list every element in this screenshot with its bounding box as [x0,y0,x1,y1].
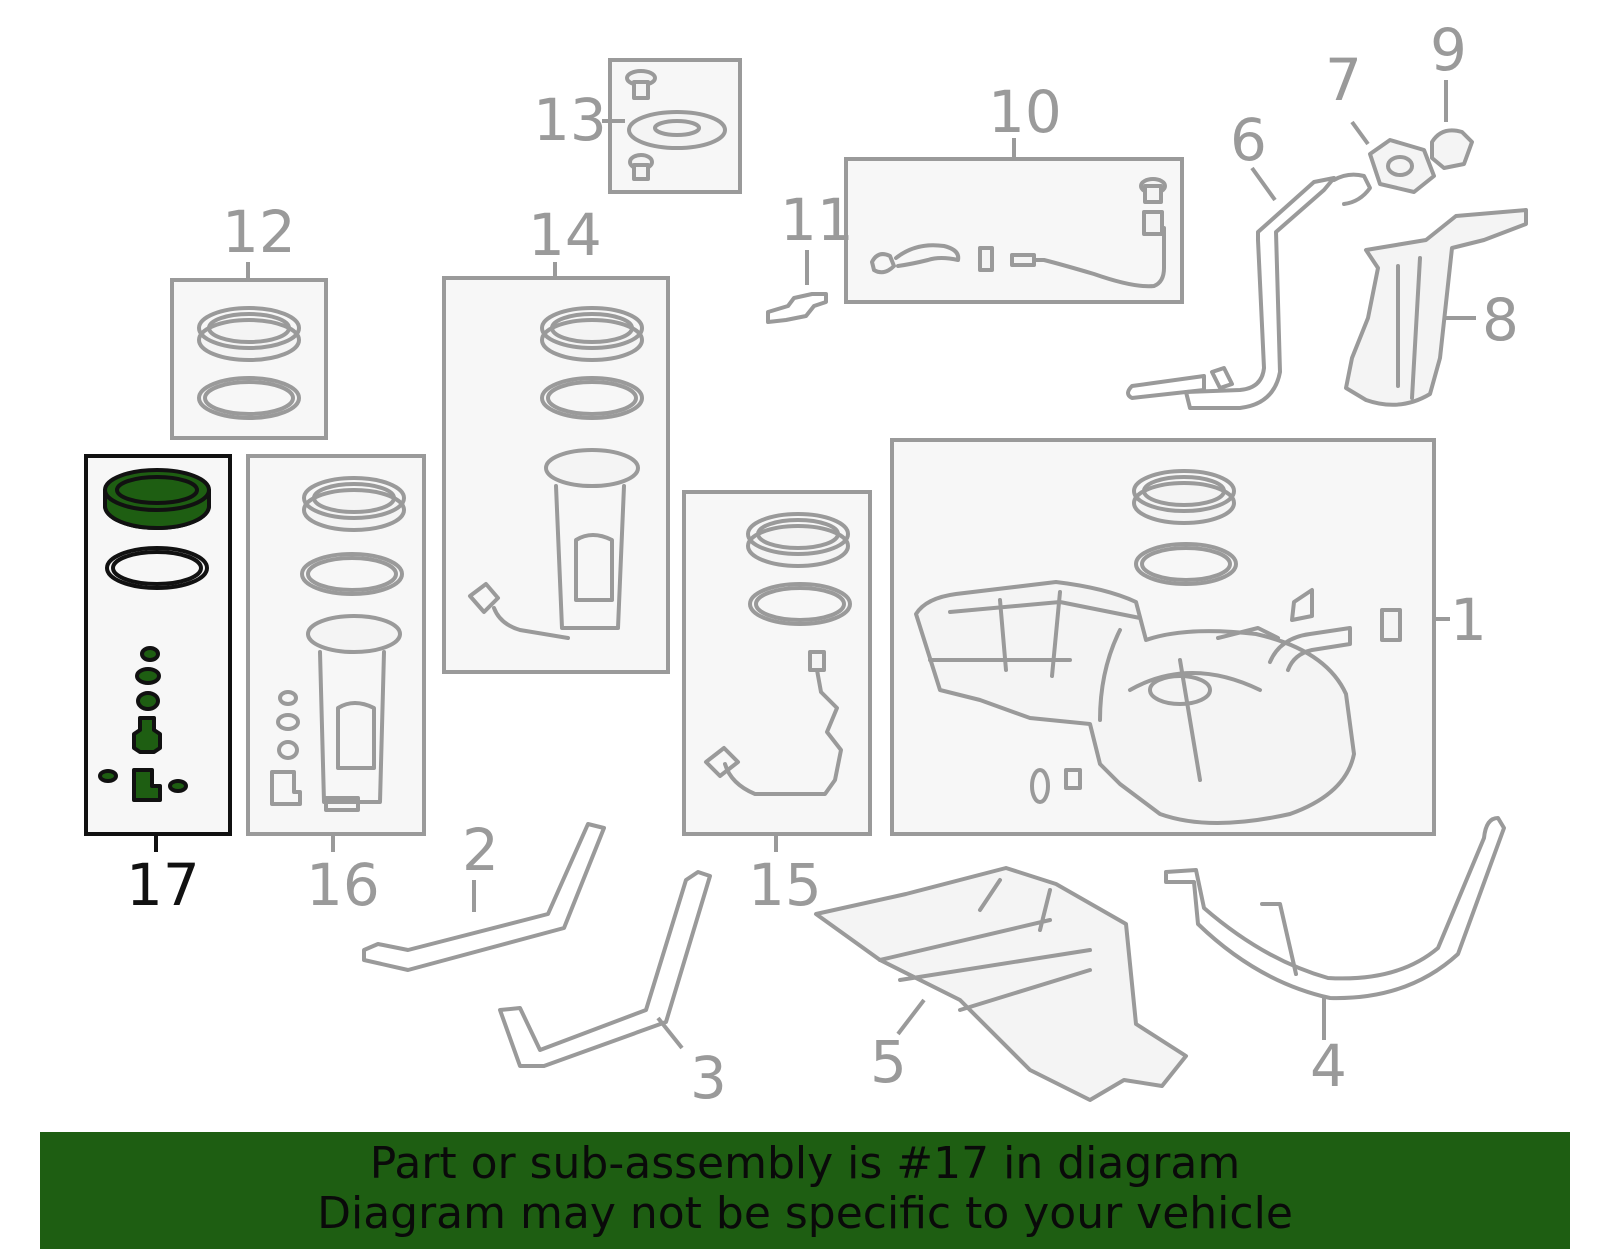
part-group-15[interactable]: 15 [682,490,872,919]
callout-4: 4 [1310,1032,1347,1100]
callout-2: 2 [462,816,499,884]
callout-10: 10 [988,78,1062,146]
part-3[interactable]: 3 [498,870,727,1112]
callout-6: 6 [1230,106,1267,174]
part-2[interactable]: 2 [362,816,606,972]
part-6[interactable]: 6 [1126,106,1372,410]
callout-8: 8 [1482,286,1519,354]
callout-7: 7 [1325,46,1362,114]
callout-13: 13 [533,86,607,154]
part-group-1[interactable]: 1 [890,438,1487,836]
callout-3: 3 [690,1044,727,1112]
part-7[interactable]: 7 [1325,46,1436,194]
callout-11: 11 [780,186,854,254]
callout-1: 1 [1450,586,1487,654]
part-group-14[interactable]: 14 [442,201,670,674]
part-11[interactable]: 11 [766,186,854,324]
callout-15: 15 [748,851,822,919]
banner-line-part: Part or sub-assembly is #17 in diagram [369,1138,1241,1189]
callout-16: 16 [306,851,380,919]
callout-14: 14 [528,201,602,269]
part-5[interactable]: 5 [814,866,1188,1102]
callout-9: 9 [1430,16,1467,84]
callout-5: 5 [870,1028,907,1096]
callout-12: 12 [222,198,296,266]
part-group-10[interactable]: 10 [844,78,1184,304]
info-banner: Part or sub-assembly is #17 in diagram D… [40,1132,1570,1249]
part-group-12[interactable]: 12 [170,198,328,440]
part-group-17[interactable]: 17 [84,454,232,919]
callout-17: 17 [126,851,200,919]
part-8[interactable]: 8 [1344,208,1528,407]
banner-line-disclaimer: Diagram may not be specific to your vehi… [317,1188,1293,1239]
part-4[interactable]: 4 [1164,816,1506,1100]
part-group-13[interactable]: 13 [533,58,742,194]
part-group-16[interactable]: 16 [246,454,426,919]
part-9[interactable]: 9 [1430,16,1474,170]
